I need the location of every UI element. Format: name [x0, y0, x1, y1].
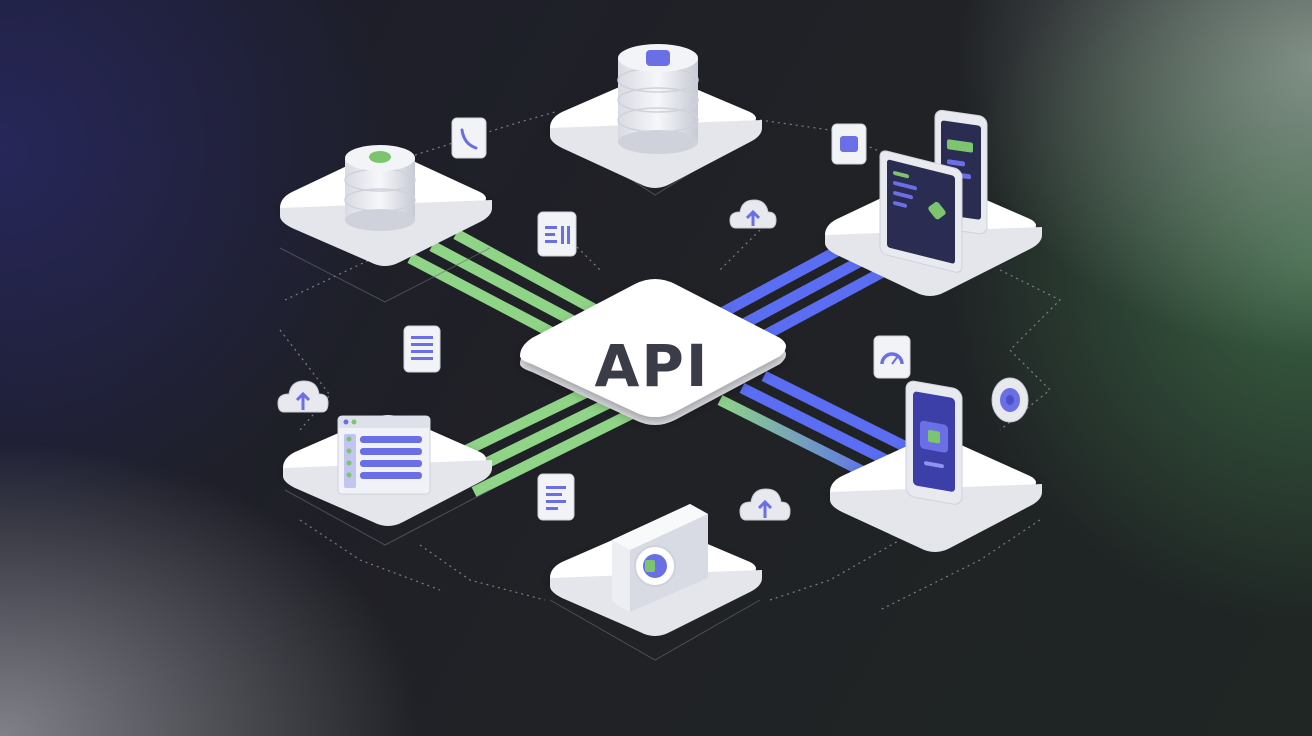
list-card-icon — [537, 211, 577, 257]
tablet-device — [879, 150, 963, 273]
target-icon — [991, 377, 1029, 423]
api-label: API — [595, 332, 710, 400]
database-icon — [344, 145, 416, 231]
smartphone-icon — [905, 380, 963, 505]
api-hub: API — [520, 279, 786, 425]
database-node-top-left — [280, 145, 492, 266]
cloud-upload-icon — [277, 380, 329, 413]
devices-node-right — [825, 109, 1042, 296]
cloud-upload-icon — [729, 199, 777, 229]
data-grid-icon — [403, 325, 441, 373]
image-card-icon — [831, 123, 867, 165]
document-card-icon — [537, 473, 575, 521]
database-icon — [617, 44, 699, 154]
phone-node-bottom-right — [830, 380, 1042, 552]
gear-box-icon — [612, 504, 708, 612]
dotted-network-lines — [279, 111, 1062, 611]
gear-node-bottom — [550, 504, 762, 636]
link-bottom-right-blue — [717, 371, 927, 485]
phone-call-icon — [451, 117, 487, 159]
browser-window-icon — [337, 415, 431, 495]
database-node-top — [550, 44, 762, 188]
floating-icons — [277, 117, 1029, 521]
dashboard-node-left — [283, 415, 492, 526]
tablet-phone-icon — [879, 109, 988, 273]
cloud-upload-icon — [739, 488, 791, 521]
gauge-icon — [873, 335, 911, 379]
